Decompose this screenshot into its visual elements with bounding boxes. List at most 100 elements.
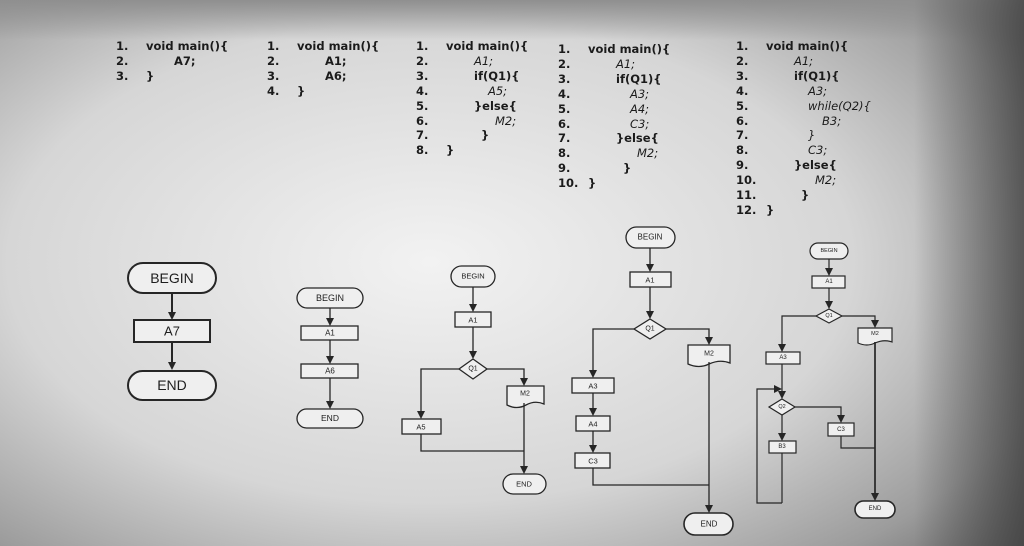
f4-c3-label: C3 (588, 457, 598, 466)
line-number: 3. (416, 68, 429, 83)
f2-end-terminal (296, 408, 364, 429)
code-line: 3. if(Q1){ (558, 72, 670, 87)
code-text: }else{ (474, 98, 517, 113)
code-text: A1; (474, 53, 494, 68)
code-text: A1; (325, 53, 347, 68)
f3-a1-label: A1 (468, 316, 477, 325)
code-text: A7; (174, 53, 196, 68)
line-number: 2. (558, 56, 571, 71)
code-line: 10.M2; (736, 173, 871, 188)
f5-c3-label: C3 (837, 427, 845, 433)
line-number: 3. (267, 68, 280, 83)
line-number: 12. (736, 202, 757, 217)
line-number: 3. (736, 68, 749, 83)
code-line: 7.} (416, 128, 528, 143)
code-line: 5. A4; (558, 102, 670, 117)
code-line: 6.C3; (558, 117, 670, 132)
f5-q1-decision (814, 308, 844, 324)
f3-end-terminal (502, 473, 547, 495)
line-number: 7. (736, 128, 749, 143)
code-text: } (801, 188, 810, 203)
line-number: 5. (558, 101, 571, 116)
code-line: 2.A1; (267, 54, 379, 69)
line-number: 1. (116, 39, 129, 53)
f3-q1-label: Q1 (468, 366, 477, 373)
f4-begin-label: BEGIN (638, 233, 663, 242)
f2-begin-label: BEGIN (316, 293, 344, 303)
code-text: }else{ (616, 131, 659, 146)
f5-q2-label: Q2 (778, 404, 785, 410)
f5-end-terminal (854, 500, 896, 519)
code-text: C3; (808, 143, 828, 158)
code-text: B3; (822, 113, 842, 128)
f5-m2-label: M2 (871, 331, 879, 337)
code-text: } (623, 161, 632, 176)
f5-begin-label: BEGIN (820, 248, 837, 254)
code-text: } (808, 128, 816, 143)
code-text: }else{ (794, 158, 837, 173)
code-text: A6; (325, 68, 347, 83)
code-line: 5.}else{ (416, 99, 528, 114)
line-number: 4. (267, 83, 280, 98)
line-number: 2. (116, 53, 129, 68)
code-listing-5: 1.void main(){2.A1;3.if(Q1){4.A3;5.while… (736, 39, 871, 218)
background-shade-top (0, 0, 1024, 40)
line-number: 4. (558, 86, 571, 101)
code-listing-4: 1.void main(){2.A1;3.if(Q1){4.A3;5.A4;6.… (558, 42, 670, 191)
f4-a4-label: A4 (588, 420, 597, 429)
code-text: } (297, 83, 306, 98)
flowchart-1 (127, 262, 217, 401)
f4-end-terminal (683, 512, 734, 536)
f3-m2-document (506, 385, 545, 409)
f5-a3-label: A3 (779, 355, 787, 361)
code-text: A3; (630, 86, 650, 101)
f3-q1-decision (457, 358, 489, 380)
code-text: M2; (637, 146, 659, 161)
code-line: 1.void main(){ (558, 42, 670, 57)
code-text: } (766, 202, 775, 217)
line-number: 6. (736, 113, 749, 128)
f1-a7-label: A7 (164, 324, 180, 339)
code-text: } (481, 128, 490, 143)
code-line: 9.} (558, 161, 670, 176)
line-number: 3. (558, 71, 571, 86)
line-number: 5. (736, 98, 749, 113)
line-number: 6. (416, 113, 429, 128)
code-text: void main(){ (146, 39, 229, 53)
f3-a5-label: A5 (416, 423, 425, 432)
line-number: 1. (416, 39, 429, 53)
f5-a1-label: A1 (825, 279, 833, 285)
code-line: 3. A6; (267, 69, 379, 84)
line-number: 1. (558, 42, 571, 56)
code-line: 3.if(Q1){ (416, 69, 528, 84)
f4-end-label: END (701, 520, 718, 529)
code-text: void main(){ (766, 39, 849, 53)
code-text: } (146, 68, 155, 83)
code-line: 3.if(Q1){ (736, 69, 871, 84)
f5-end-label: END (869, 506, 882, 512)
code-text: A3; (808, 83, 828, 98)
f1-end-label: END (157, 377, 187, 393)
code-line: 7. }else{ (558, 131, 670, 146)
background-shade-right (914, 0, 1024, 546)
line-number: 7. (558, 131, 571, 146)
code-line: 8.C3; (736, 143, 871, 158)
line-number: 2. (416, 53, 429, 68)
code-text: void main(){ (297, 39, 380, 53)
code-text: M2; (495, 113, 517, 128)
code-text: if(Q1){ (616, 71, 662, 86)
line-number: 1. (267, 39, 280, 53)
f4-q1-decision (632, 318, 668, 340)
code-line: 2.A1; (736, 54, 871, 69)
f1-begin-label: BEGIN (150, 270, 194, 286)
code-line: 4.} (267, 84, 379, 99)
line-number: 3. (116, 68, 129, 83)
code-listing-1: 1. void main(){ 2. A7; 3.} (116, 39, 228, 84)
line-number: 8. (416, 143, 429, 158)
code-text: A4; (630, 101, 650, 116)
code-text: A5; (488, 83, 508, 98)
f4-q1-label: Q1 (645, 326, 654, 333)
f3-end-label: END (516, 480, 532, 489)
code-line: 7.} (736, 128, 871, 143)
